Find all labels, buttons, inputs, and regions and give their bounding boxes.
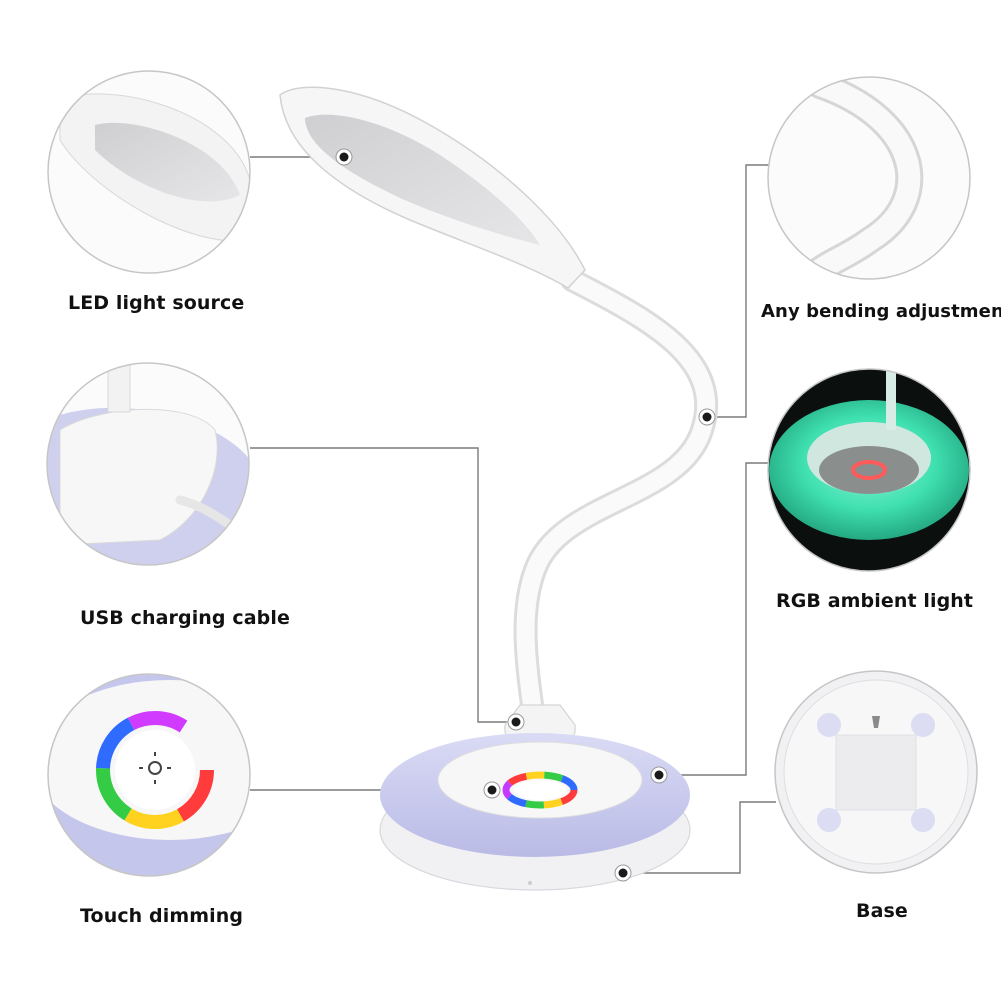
callout-lines <box>250 156 776 874</box>
sun-icon <box>139 752 171 784</box>
led-panel <box>305 114 540 245</box>
desk-lamp <box>279 86 719 891</box>
callout-dot-icon <box>483 781 501 799</box>
detail-touch-dimming <box>47 673 251 877</box>
detail-base <box>774 670 978 874</box>
callout-markers <box>335 148 716 882</box>
detail-rgb-ambient-light <box>767 368 971 572</box>
detail-led-light-source <box>47 70 251 274</box>
detail-usb-charging-cable <box>46 362 250 566</box>
label-led-light-source: LED light source <box>68 292 245 314</box>
callout-dot-icon <box>698 408 716 426</box>
detail-any-bending-adjustment <box>767 76 971 280</box>
callout-dot-icon <box>650 766 668 784</box>
label-any-bending-adjustment: Any bending adjustment <box>761 301 1001 322</box>
label-rgb-ambient-light: RGB ambient light <box>776 590 974 612</box>
color-ring-icon <box>502 771 578 809</box>
label-usb-charging-cable: USB charging cable <box>80 607 290 629</box>
label-touch-dimming: Touch dimming <box>80 905 244 927</box>
callout-dot-icon <box>614 864 632 882</box>
callout-dot-icon <box>507 713 525 731</box>
callout-dot-icon <box>335 148 353 166</box>
label-base: Base <box>856 900 908 922</box>
